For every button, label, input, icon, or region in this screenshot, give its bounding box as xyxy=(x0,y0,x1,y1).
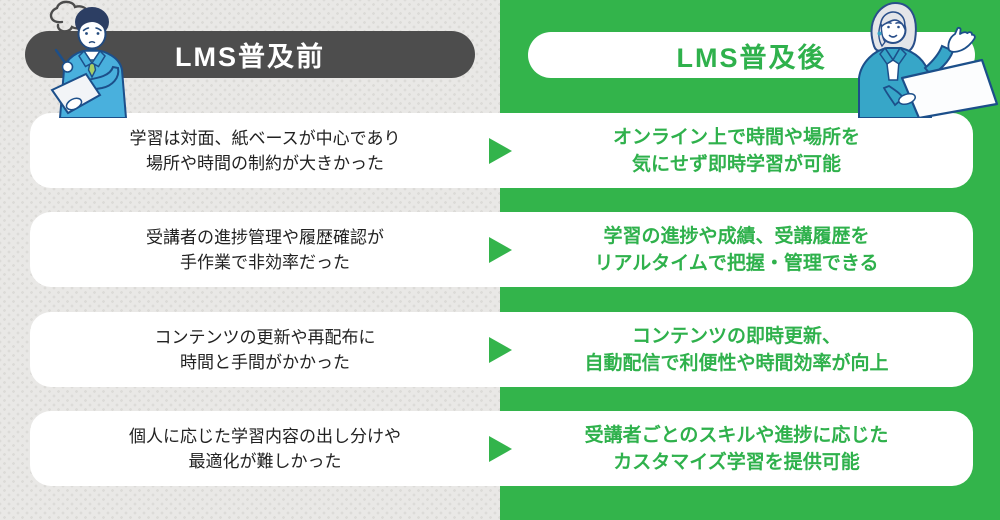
after-text-line: オンライン上で時間や場所を xyxy=(612,126,860,148)
after-card-2: 学習の進捗や成績、受講履歴を リアルタイムで把握・管理できる xyxy=(500,212,973,287)
after-card-1: オンライン上で時間や場所を 気にせず即時学習が可能 xyxy=(500,113,973,188)
before-text-line: 手作業で非効率だった xyxy=(180,252,350,272)
after-text-line: コンテンツの即時更新、 xyxy=(631,325,841,347)
businessman-figure xyxy=(50,7,128,118)
right-arrow-icon xyxy=(489,435,512,462)
right-arrow-icon xyxy=(489,236,512,263)
worried-businessman-illustration xyxy=(49,0,128,118)
before-card-1: 学習は対面、紙ベースが中心であり 場所や時間の制約が大きかった xyxy=(30,113,500,188)
after-text-line: リアルタイムで把握・管理できる xyxy=(594,252,879,274)
after-card-3: コンテンツの即時更新、 自動配信で利便性や時間効率が向上 xyxy=(500,312,973,387)
header-after-label: LMS普及後 xyxy=(676,42,827,73)
after-text-line: 自動配信で利便性や時間効率が向上 xyxy=(584,352,889,374)
comparison-row-4: 個人に応じた学習内容の出し分けや 最適化が難しかった 受講者ごとのスキルや進捗に… xyxy=(30,411,973,486)
comparison-row-1: 学習は対面、紙ベースが中心であり 場所や時間の制約が大きかった オンライン上で時… xyxy=(30,113,973,188)
before-text-line: 最適化が難しかった xyxy=(188,451,342,471)
before-text-line: 時間と手間がかかった xyxy=(180,352,350,372)
header-before-label: LMS普及前 xyxy=(175,42,325,72)
businesswoman-with-laptop-illustration xyxy=(858,1,999,118)
before-text-line: 個人に応じた学習内容の出し分けや xyxy=(129,426,401,446)
before-card-2: 受講者の進捗管理や履歴確認が 手作業で非効率だった xyxy=(30,212,500,287)
after-text-line: カスタマイズ学習を提供可能 xyxy=(613,451,860,473)
before-text-line: コンテンツの更新や再配布に xyxy=(154,327,376,347)
right-arrow-icon xyxy=(489,336,512,363)
before-text-line: 学習は対面、紙ベースが中心であり xyxy=(129,128,401,148)
comparison-row-2: 受講者の進捗管理や履歴確認が 手作業で非効率だった 学習の進捗や成績、受講履歴を… xyxy=(30,212,973,287)
after-text-line: 受講者ごとのスキルや進捗に応じた xyxy=(584,424,889,446)
businesswoman-figure xyxy=(858,1,999,118)
comparison-row-3: コンテンツの更新や再配布に 時間と手間がかかった コンテンツの即時更新、 自動配… xyxy=(30,312,973,387)
after-text-line: 気にせず即時学習が可能 xyxy=(631,153,841,175)
before-text-line: 受講者の進捗管理や履歴確認が xyxy=(146,227,384,247)
before-card-4: 個人に応じた学習内容の出し分けや 最適化が難しかった xyxy=(30,411,500,486)
after-text-line: 学習の進捗や成績、受講履歴を xyxy=(603,225,870,247)
after-card-4: 受講者ごとのスキルや進捗に応じた カスタマイズ学習を提供可能 xyxy=(500,411,973,486)
right-arrow-icon xyxy=(489,137,512,164)
before-card-3: コンテンツの更新や再配布に 時間と手間がかかった xyxy=(30,312,500,387)
before-text-line: 場所や時間の制約が大きかった xyxy=(146,153,384,173)
